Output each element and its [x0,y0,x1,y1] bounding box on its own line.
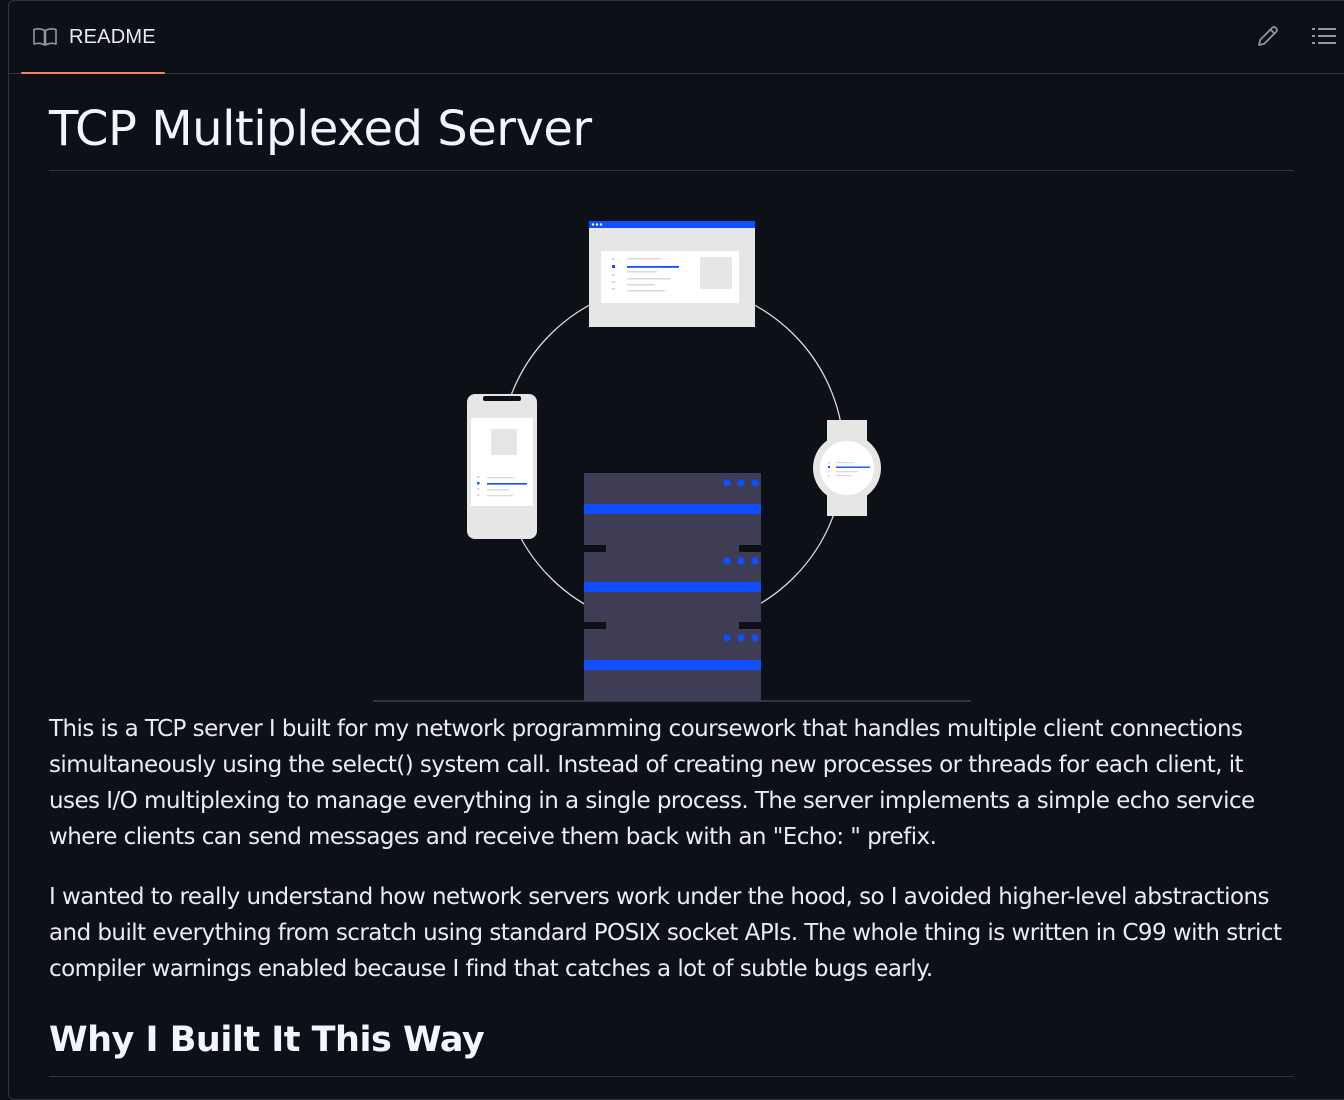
phone-icon [467,394,537,539]
server-rack-icon [584,473,761,701]
motivation-paragraph: I wanted to really understand how networ… [49,884,1282,982]
outline-button[interactable] [1311,23,1337,49]
tab-readme[interactable]: README [21,1,165,74]
tab-readme-label: README [69,25,156,48]
header-actions [1255,23,1337,49]
pencil-icon [1258,26,1278,46]
page-title: TCP Multiplexed Server [49,74,1294,171]
book-icon [33,28,57,46]
section-heading: Why I Built It This Way [49,1018,1294,1077]
intro-paragraph: This is a TCP server I built for my netw… [49,716,1255,850]
list-icon [1312,28,1336,44]
server-illustration [373,221,971,702]
edit-button[interactable] [1255,23,1281,49]
watch-icon [813,420,881,516]
browser-window-icon [589,221,755,327]
readme-header: README [9,1,1344,74]
